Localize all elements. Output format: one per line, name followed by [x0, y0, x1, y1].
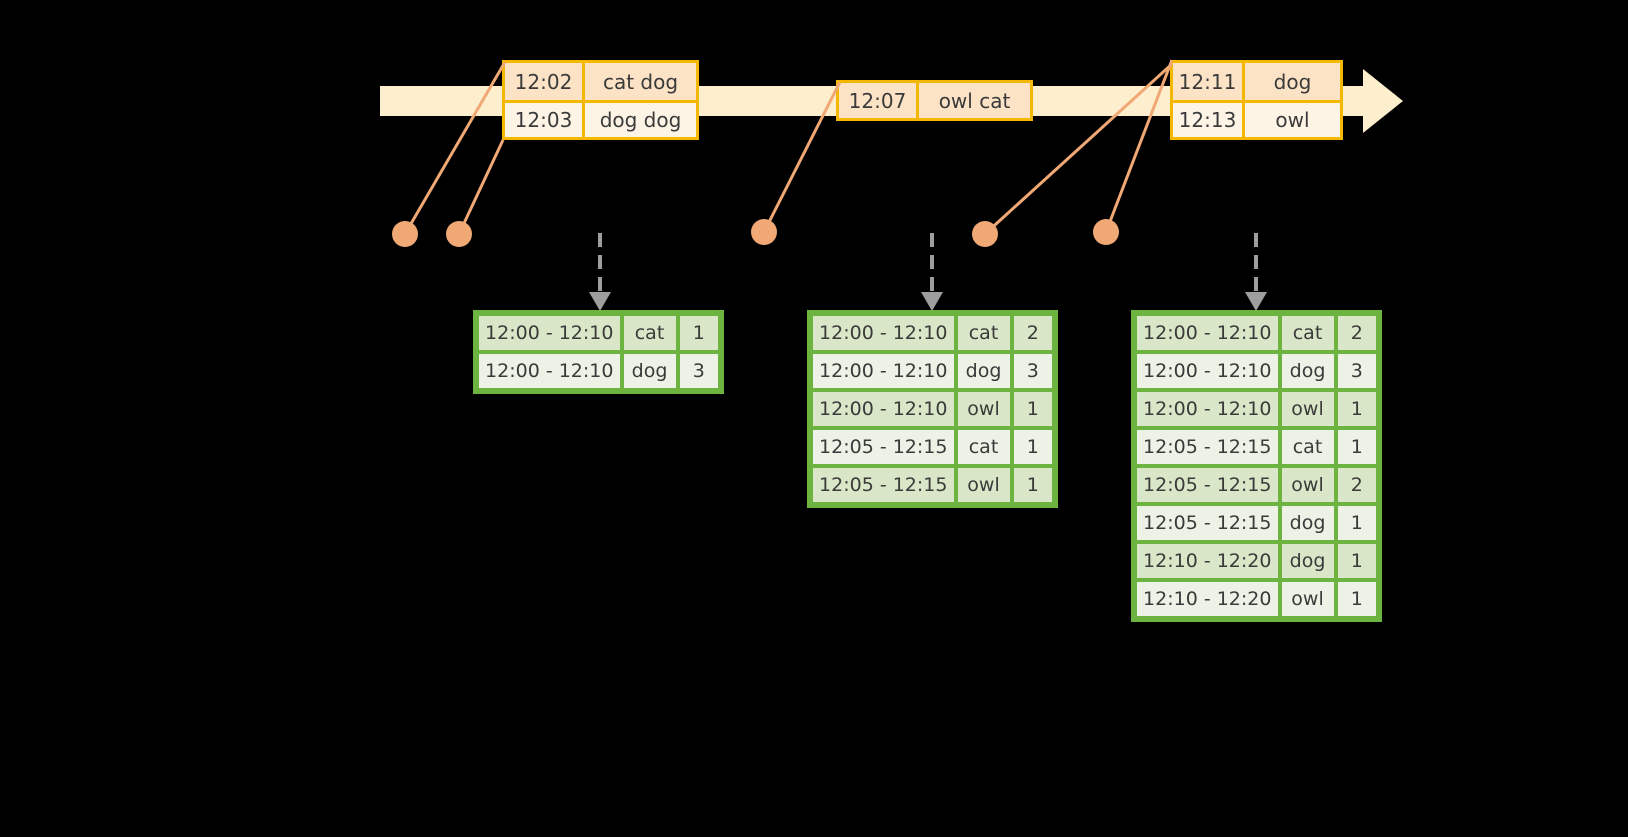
connector-dot-5	[1093, 219, 1119, 245]
event-time: 12:03	[505, 103, 585, 137]
cell-count: 2	[1011, 314, 1054, 352]
cell-key: cat	[955, 314, 1012, 352]
event-group-1[interactable]: 12:02 cat dog 12:03 dog dog	[502, 60, 699, 140]
table-row[interactable]: 12:00 - 12:10 dog 3	[1135, 352, 1378, 390]
cell-window: 12:00 - 12:10	[477, 314, 622, 352]
event-time: 12:13	[1173, 103, 1245, 137]
result-table-2[interactable]: 12:00 - 12:10 cat 2 12:00 - 12:10 dog 3 …	[807, 310, 1058, 508]
cell-window: 12:05 - 12:15	[1135, 466, 1280, 504]
connector-dot-4	[972, 221, 998, 247]
connector-line-2	[457, 139, 505, 235]
cell-count: 1	[1335, 542, 1378, 580]
event-row[interactable]: 12:03 dog dog	[505, 100, 696, 137]
cell-key: dog	[955, 352, 1012, 390]
connector-dot-2	[446, 221, 472, 247]
event-group-2[interactable]: 12:07 owl cat	[836, 80, 1033, 121]
event-payload: owl	[1245, 103, 1340, 137]
cell-key: owl	[1279, 390, 1336, 428]
event-row[interactable]: 12:11 dog	[1173, 63, 1340, 100]
cell-window: 12:00 - 12:10	[1135, 314, 1280, 352]
cell-window: 12:00 - 12:10	[1135, 352, 1280, 390]
event-payload: cat dog	[585, 63, 696, 100]
table-row[interactable]: 12:00 - 12:10 owl 1	[1135, 390, 1378, 428]
cell-count: 3	[1011, 352, 1054, 390]
cell-count: 2	[1335, 466, 1378, 504]
cell-window: 12:00 - 12:10	[811, 390, 956, 428]
cell-window: 12:00 - 12:10	[811, 314, 956, 352]
connector-dot-3	[751, 219, 777, 245]
event-row[interactable]: 12:13 owl	[1173, 100, 1340, 137]
cell-count: 1	[1011, 390, 1054, 428]
event-row[interactable]: 12:02 cat dog	[505, 63, 696, 100]
cell-window: 12:05 - 12:15	[811, 428, 956, 466]
cell-key: cat	[1279, 428, 1336, 466]
cell-key: cat	[621, 314, 678, 352]
cell-key: dog	[1279, 504, 1336, 542]
table-row[interactable]: 12:05 - 12:15 cat 1	[811, 428, 1054, 466]
cell-count: 1	[1335, 390, 1378, 428]
trigger-arrow-1-head	[589, 292, 611, 311]
cell-count: 1	[1335, 504, 1378, 542]
cell-key: owl	[1279, 466, 1336, 504]
cell-key: dog	[621, 352, 678, 390]
table-row[interactable]: 12:00 - 12:10 cat 2	[811, 314, 1054, 352]
table-row[interactable]: 12:00 - 12:10 cat 2	[1135, 314, 1378, 352]
timeline-arrow-head	[1363, 69, 1403, 133]
trigger-arrow-3-head	[1245, 292, 1267, 311]
cell-count: 1	[1011, 466, 1054, 504]
table-row[interactable]: 12:05 - 12:15 owl 1	[811, 466, 1054, 504]
event-payload: owl cat	[919, 83, 1030, 118]
connector-dot-1	[392, 221, 418, 247]
cell-window: 12:05 - 12:15	[1135, 504, 1280, 542]
cell-window: 12:05 - 12:15	[811, 466, 956, 504]
table-row[interactable]: 12:05 - 12:15 cat 1	[1135, 428, 1378, 466]
cell-count: 1	[677, 314, 720, 352]
cell-key: dog	[1279, 352, 1336, 390]
event-time: 12:02	[505, 63, 585, 100]
cell-key: owl	[1279, 580, 1336, 618]
table-row[interactable]: 12:10 - 12:20 owl 1	[1135, 580, 1378, 618]
cell-key: dog	[1279, 542, 1336, 580]
event-payload: dog dog	[585, 103, 696, 137]
cell-count: 1	[1335, 428, 1378, 466]
table-row[interactable]: 12:00 - 12:10 dog 3	[477, 352, 720, 390]
cell-window: 12:10 - 12:20	[1135, 542, 1280, 580]
event-time: 12:11	[1173, 63, 1245, 100]
cell-key: owl	[955, 466, 1012, 504]
event-group-3[interactable]: 12:11 dog 12:13 owl	[1170, 60, 1343, 140]
cell-count: 3	[1335, 352, 1378, 390]
cell-window: 12:00 - 12:10	[477, 352, 622, 390]
table-row[interactable]: 12:10 - 12:20 dog 1	[1135, 542, 1378, 580]
cell-window: 12:10 - 12:20	[1135, 580, 1280, 618]
cell-count: 1	[1335, 580, 1378, 618]
cell-window: 12:05 - 12:15	[1135, 428, 1280, 466]
event-row[interactable]: 12:07 owl cat	[839, 83, 1030, 118]
result-table-3[interactable]: 12:00 - 12:10 cat 2 12:00 - 12:10 dog 3 …	[1131, 310, 1382, 622]
cell-key: cat	[1279, 314, 1336, 352]
cell-count: 2	[1335, 314, 1378, 352]
cell-count: 1	[1011, 428, 1054, 466]
event-payload: dog	[1245, 63, 1340, 100]
cell-window: 12:00 - 12:10	[1135, 390, 1280, 428]
table-row[interactable]: 12:05 - 12:15 dog 1	[1135, 504, 1378, 542]
result-table-1[interactable]: 12:00 - 12:10 cat 1 12:00 - 12:10 dog 3	[473, 310, 724, 394]
cell-key: cat	[955, 428, 1012, 466]
cell-key: owl	[955, 390, 1012, 428]
event-time: 12:07	[839, 83, 919, 118]
table-row[interactable]: 12:00 - 12:10 dog 3	[811, 352, 1054, 390]
table-row[interactable]: 12:00 - 12:10 cat 1	[477, 314, 720, 352]
table-row[interactable]: 12:00 - 12:10 owl 1	[811, 390, 1054, 428]
cell-window: 12:00 - 12:10	[811, 352, 956, 390]
table-row[interactable]: 12:05 - 12:15 owl 2	[1135, 466, 1378, 504]
cell-count: 3	[677, 352, 720, 390]
trigger-arrow-2-head	[921, 292, 943, 311]
